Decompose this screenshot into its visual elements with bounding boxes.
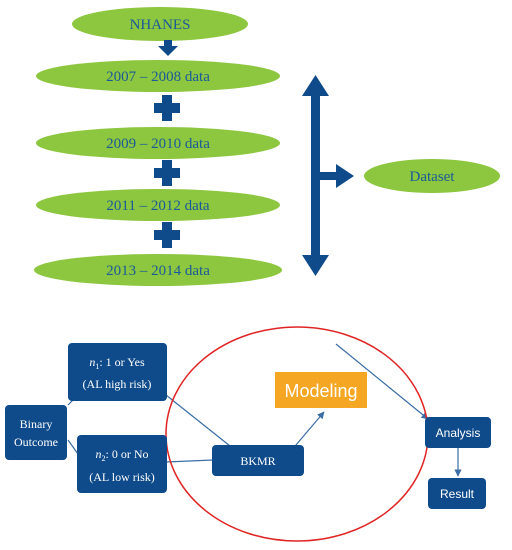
n1-label-line2: (AL high risk): [83, 377, 152, 391]
n2-label-line2: (AL low risk): [89, 470, 155, 484]
right-arrow-icon: [318, 164, 354, 188]
data-pipeline: NHANES 2007 – 2008 data 2009 – 2010 data…: [34, 7, 500, 286]
modeling-highlight-circle: [165, 326, 429, 542]
cycle-label-2013-2014: 2013 – 2014 data: [106, 263, 210, 279]
cycle-ellipse-2007-2008: [36, 60, 280, 92]
connector-n2-bkmr: [165, 459, 214, 463]
analysis-box: [425, 417, 491, 448]
dataset-label: Dataset: [410, 169, 456, 185]
result-label: Result: [440, 487, 475, 501]
connector-to-analysis: [335, 343, 429, 420]
binary-outcome-box: [5, 405, 67, 460]
plus-icon: [154, 160, 180, 186]
connector-n1-bkmr: [165, 394, 231, 447]
plus-icon: [154, 95, 180, 121]
result-box: [428, 478, 486, 509]
dataset-ellipse: [364, 159, 500, 193]
cycle-ellipse-2009-2010: [36, 127, 280, 159]
analysis-label: Analysis: [436, 426, 481, 440]
n2-label-line1: n2: 0 or No: [96, 447, 149, 463]
cycle-label-2011-2012: 2011 – 2012 data: [106, 198, 210, 214]
nhanes-ellipse: [72, 7, 248, 41]
cycle-label-2009-2010: 2009 – 2010 data: [106, 136, 210, 152]
down-arrow-icon: [158, 40, 178, 56]
binary-outcome-label-line1: Binary: [20, 417, 53, 431]
modeling-label: Modeling: [284, 381, 357, 401]
nhanes-label: NHANES: [130, 17, 191, 33]
model-flow: Binary Outcome n1: 1 or Yes (AL high ris…: [5, 326, 491, 542]
cycle-ellipse-2013-2014: [34, 254, 282, 286]
n2-box: [77, 435, 167, 493]
modeling-box: [275, 372, 367, 408]
binary-outcome-label-line2: Outcome: [14, 435, 58, 449]
bkmr-box: [212, 445, 304, 476]
cycle-ellipse-2011-2012: [36, 189, 280, 221]
bkmr-label: BKMR: [240, 454, 275, 468]
n1-box: [68, 343, 167, 401]
bracket-double-arrow-icon: [302, 75, 329, 276]
n1-label-line1: n1: 1 or Yes: [89, 355, 145, 371]
plus-icon: [154, 222, 180, 248]
cycle-label-2007-2008: 2007 – 2008 data: [106, 69, 210, 85]
